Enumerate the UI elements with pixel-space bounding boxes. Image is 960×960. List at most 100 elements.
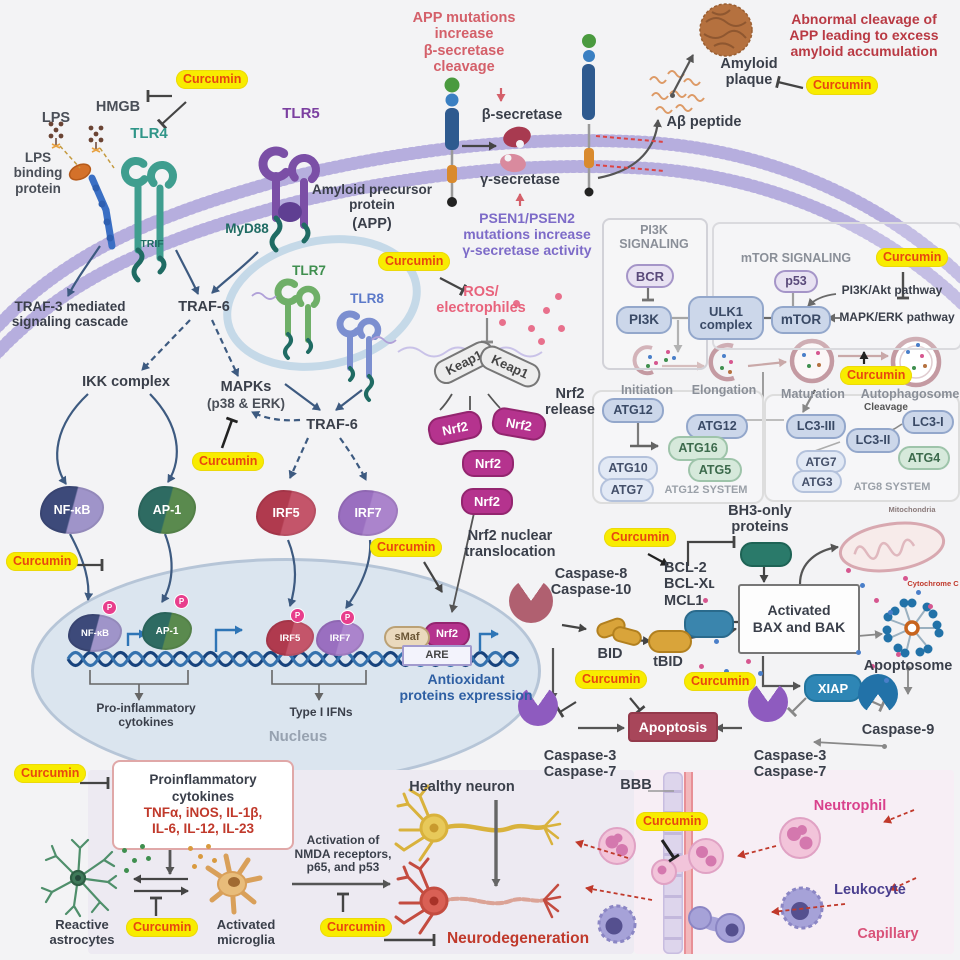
diagram-label: PI3K SIGNALING <box>619 223 689 252</box>
arrow <box>561 623 587 633</box>
pill-apoptosis: Apoptosis <box>628 712 718 742</box>
curcumin-badge: Curcumin <box>876 248 949 267</box>
arrow <box>149 393 178 483</box>
arrow <box>67 245 101 297</box>
diagram-label: Capillary <box>857 926 919 942</box>
diagram-label: TRAF-6 <box>306 417 358 433</box>
signal-dot <box>845 567 851 573</box>
diagram-label: TLR4 <box>130 125 168 142</box>
signal-dot <box>145 855 151 861</box>
pill-atg7: ATG7 <box>600 478 654 502</box>
curcumin-badge: Curcumin <box>636 812 709 831</box>
signal-dot <box>498 318 506 326</box>
diagram-label: Cleavage <box>864 402 908 413</box>
signal-dot <box>745 658 751 664</box>
phospho-dot: P <box>174 594 189 609</box>
signal-dot <box>653 360 659 366</box>
box-line: cytokines <box>171 788 235 804</box>
signal-dot <box>713 638 719 644</box>
diagram-label: BBB <box>620 777 652 793</box>
arrow <box>555 701 577 718</box>
tlr5-receptor <box>258 146 320 253</box>
signal-dot <box>905 349 911 355</box>
pill-ulk1-complex: ULK1 complex <box>688 296 764 340</box>
signal-dot <box>902 575 908 581</box>
diagram-label: TRAF-6 <box>178 299 230 315</box>
arrow <box>775 75 804 90</box>
diagram-label: TRIF <box>140 238 164 250</box>
pill-mtor: mTOR <box>771 306 831 334</box>
diagram-label: TLR7 <box>292 263 326 278</box>
diagram-label: Caspase-8 Caspase-10 <box>550 566 632 599</box>
app-receptor <box>444 77 460 207</box>
box-line: IL-6, IL-12, IL-23 <box>151 821 255 837</box>
protein-blob-irf5: IRF5 <box>266 620 314 656</box>
diagram-label: Healthy neuron <box>409 779 515 795</box>
box <box>602 218 708 370</box>
signal-dot <box>647 354 653 360</box>
arrow <box>211 319 240 377</box>
curcumin-badge: Curcumin <box>6 552 79 571</box>
diagram-label: LPS binding protein <box>13 150 63 196</box>
arrow <box>141 319 191 371</box>
signal-dot <box>527 324 535 332</box>
diagram-label: LPS <box>41 110 71 126</box>
diagram-label: Abnormal cleavage of APP leading to exce… <box>789 11 939 59</box>
signal-dot <box>927 603 933 609</box>
pill-atg3: ATG3 <box>792 470 842 493</box>
signal-dot <box>669 92 675 98</box>
diagram-label: Initiation <box>620 383 674 397</box>
signal-dot <box>542 306 550 314</box>
signal-dot <box>554 292 562 300</box>
signal-dot <box>512 299 520 307</box>
diagram-label: Reactive astrocytes <box>49 917 115 947</box>
curcumin-badge: Curcumin <box>14 764 87 783</box>
diagram-label: Nucleus <box>268 728 328 745</box>
arrow <box>629 697 646 715</box>
diagram-label: Aβ peptide <box>666 114 742 130</box>
diagram-label: (APP) <box>352 216 392 232</box>
arrow <box>595 164 665 172</box>
arrow <box>807 293 837 307</box>
lps-binding-protein <box>68 163 116 250</box>
pill-lc3-iii: LC3-III <box>786 414 846 439</box>
arrow <box>220 416 239 449</box>
arrow <box>813 737 885 747</box>
signal-dot <box>671 355 677 361</box>
arrow <box>771 903 846 916</box>
arrow <box>211 251 259 294</box>
signal-dot <box>801 352 807 358</box>
caspase-pacman <box>518 686 558 726</box>
signal-dot <box>883 677 889 683</box>
protein-blob-irf7: IRF7 <box>316 620 364 656</box>
diagram-label: Apoptosome <box>863 658 953 674</box>
arrow <box>672 54 694 94</box>
signal-dot <box>815 350 821 356</box>
diagram-label: Caspase-3 Caspase-7 <box>753 748 827 781</box>
phospho-dot: P <box>290 608 305 623</box>
pill-nrf2: Nrf2 <box>425 408 485 448</box>
apoptosome-illustration <box>882 598 944 658</box>
signal-dot <box>191 863 197 869</box>
diagram-label: ATG8 SYSTEM <box>853 481 931 493</box>
arrow <box>889 877 917 892</box>
arrow <box>747 358 787 368</box>
diagram-label: γ-secretase <box>480 172 560 188</box>
signal-dot <box>919 353 925 359</box>
signal-dot <box>873 597 879 603</box>
tlr4-receptor <box>121 157 177 283</box>
signal-dot <box>663 357 669 363</box>
beta-secretase-enzyme <box>503 126 531 148</box>
pill-atg7: ATG7 <box>796 450 846 473</box>
diagram-label: MyD88 <box>225 221 269 236</box>
signal-dot <box>139 843 145 849</box>
phospho-dot: P <box>102 600 117 615</box>
pill-nrf2: Nrf2 <box>424 622 470 647</box>
diagram-label: Pro-inflammatory cytokines <box>96 701 196 729</box>
signal-dot <box>728 359 734 365</box>
diagram-label: Nrf2 release <box>545 386 595 419</box>
arrow <box>126 629 147 646</box>
arrow <box>156 101 187 130</box>
signal-dot <box>211 857 217 863</box>
